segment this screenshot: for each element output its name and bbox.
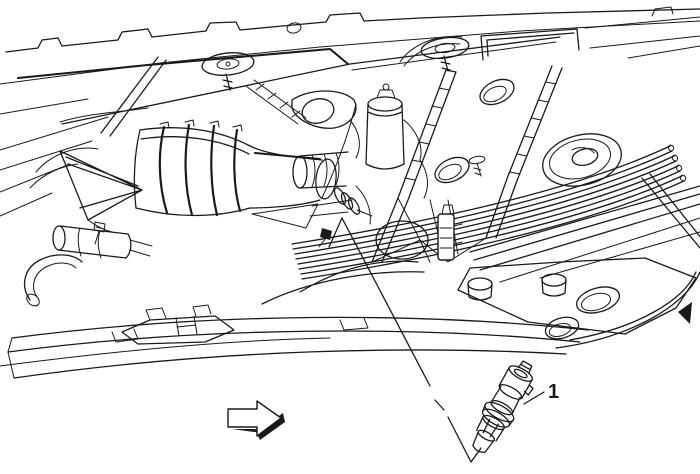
rear-bracket-plate <box>457 257 700 349</box>
exhaust-muffler <box>23 119 373 307</box>
line-clip <box>437 204 463 261</box>
rocker-sill <box>0 304 589 379</box>
push-pin-icon <box>420 36 470 72</box>
push-pin-fasteners <box>201 36 486 248</box>
right-side-details <box>469 173 700 283</box>
callout-1-leader <box>523 391 545 405</box>
shadow-notch <box>678 302 692 324</box>
direction-arrow <box>227 400 285 440</box>
fuel-brake-lines <box>291 144 687 280</box>
arrow-shadow <box>232 429 262 437</box>
leader-arrowhead <box>328 217 343 248</box>
push-pin-icon <box>201 52 255 91</box>
sensor-part <box>472 360 534 453</box>
callout-1-label: 1 <box>548 381 559 403</box>
push-pin-icon <box>468 155 486 177</box>
floor-dome <box>542 133 622 187</box>
bolt-fastener-icon <box>320 228 332 240</box>
body-top-edge <box>0 6 700 125</box>
callout-1: 1 <box>523 381 559 405</box>
right-arrow-icon <box>227 400 282 437</box>
leader-line <box>328 217 482 463</box>
left-rocker-panel <box>0 56 167 217</box>
